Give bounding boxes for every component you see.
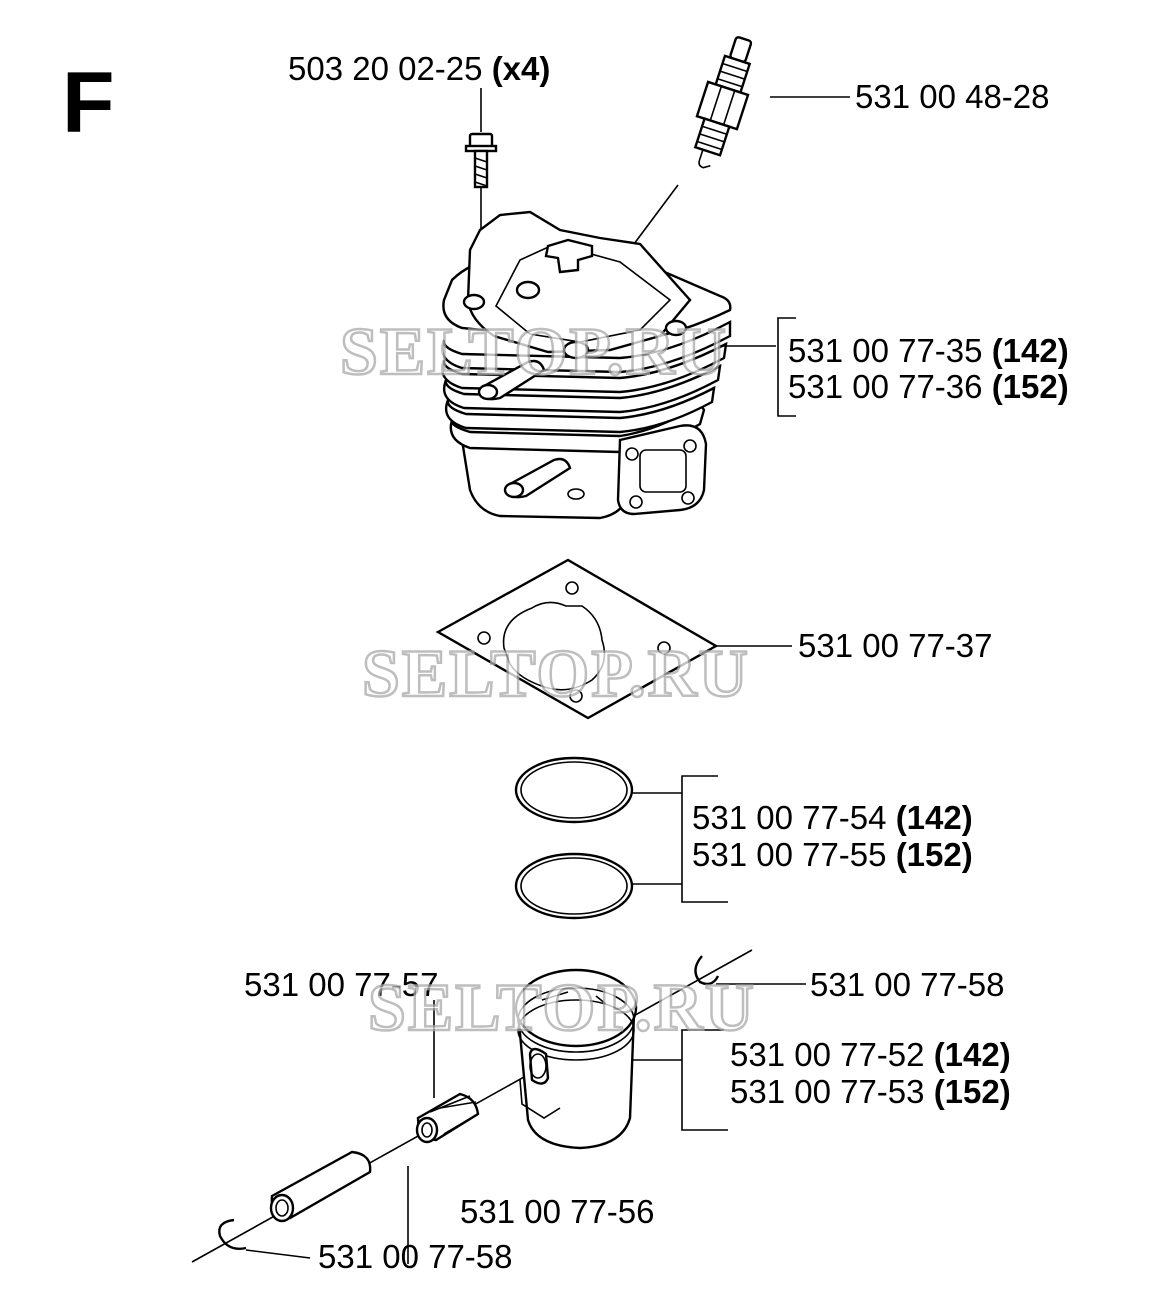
ring-152-label: 531 00 77-55 (152): [692, 836, 973, 873]
piston-bracket: [681, 1029, 728, 1131]
watermark-top: SELTOP.RU: [340, 313, 728, 389]
piston-pin-part: [269, 1150, 372, 1223]
piston-part: [514, 968, 638, 1150]
rings-bracket: [681, 775, 728, 903]
cylinder-part: [440, 210, 732, 520]
piston-152-label: 531 00 77-53 (152): [730, 1073, 1011, 1110]
watermark-middle: SELTOP.RU: [362, 635, 750, 711]
spark-plug-part: [693, 36, 753, 169]
watermark-bottom: SELTOP.RU: [368, 969, 756, 1045]
piston-ring-lower-part: [514, 852, 634, 920]
spark-plug-label: 531 00 48-28: [855, 78, 1050, 115]
circlip-right-label: 531 00 77-58: [810, 966, 1005, 1003]
gasket-label: 531 00 77-37: [798, 627, 993, 664]
piston-142-label: 531 00 77-52 (142): [730, 1036, 1011, 1073]
ring-142-label: 531 00 77-54 (142): [692, 799, 973, 836]
screw-label: 503 20 02-25 (x4): [288, 50, 550, 87]
piston-pin-label: 531 00 77-56: [460, 1193, 655, 1230]
needle-bearing-label: 531 00 77-57: [244, 966, 439, 1003]
circlip-left-part: [218, 1218, 247, 1250]
circlip-right-part: [694, 955, 720, 986]
cylinder-bracket: [777, 317, 796, 417]
circlip-left-label: 531 00 77-58: [318, 1238, 513, 1275]
needle-bearing-part: [415, 1092, 480, 1144]
piston-ring-upper-part: [514, 756, 634, 824]
cylinder-142-label: 531 00 77-35 (142): [788, 332, 1069, 369]
cylinder-152-label: 531 00 77-36 (152): [788, 368, 1069, 405]
section-letter: F: [62, 55, 115, 151]
